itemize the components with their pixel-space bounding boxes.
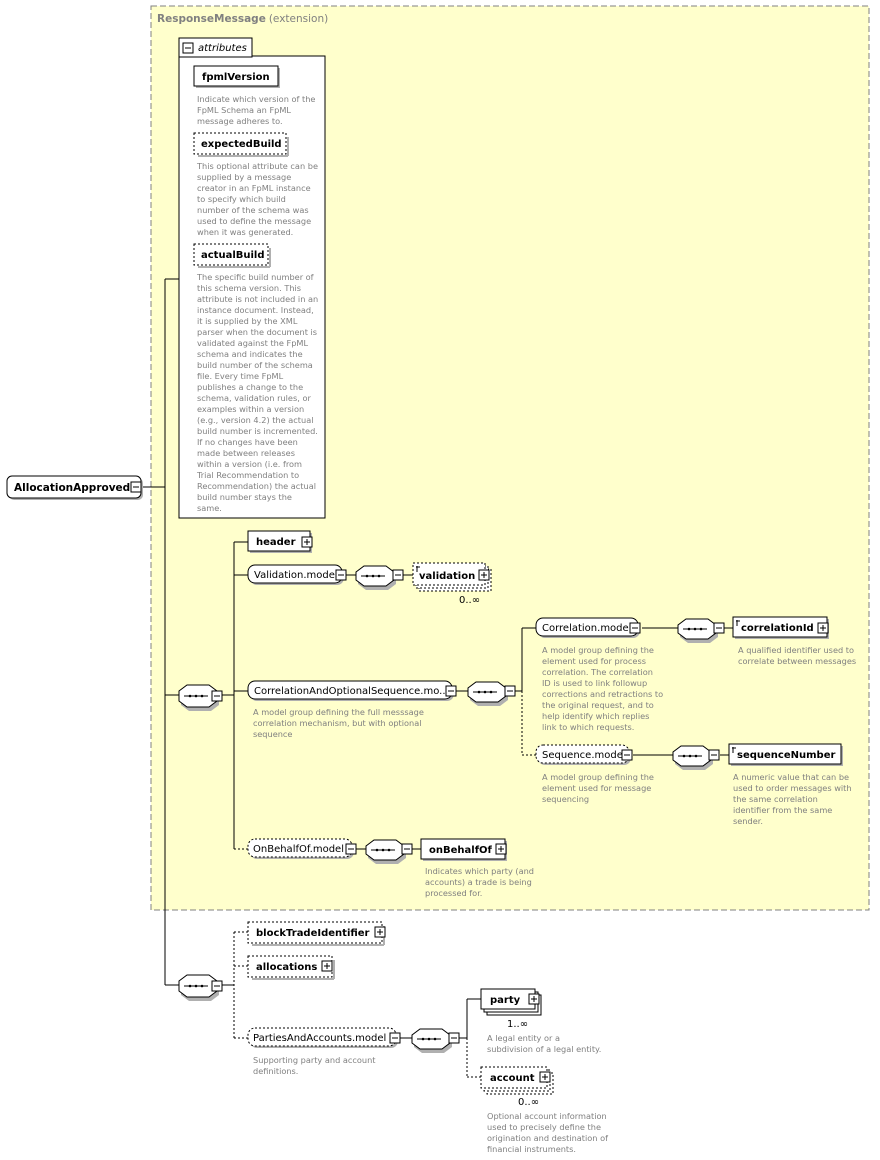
doc-party: A legal entity or a subdivision of a leg… xyxy=(487,1033,601,1054)
attributes-collapse-icon[interactable] xyxy=(182,42,194,54)
group-validation-model[interactable]: Validation.model xyxy=(247,564,347,585)
group-on-behalf-of-model[interactable]: OnBehalfOf.model xyxy=(247,838,357,859)
attribute-label: actualBuild xyxy=(201,250,265,261)
expand-icon[interactable] xyxy=(374,926,386,938)
doc-correlation-model: A model group defining the element used … xyxy=(542,645,666,732)
element-validation[interactable]: validation xyxy=(412,562,492,592)
doc-parties-and-accounts-model: Supporting party and account definitions… xyxy=(253,1055,378,1076)
attributes-title: attributes xyxy=(198,43,247,54)
element-label: header xyxy=(256,537,296,548)
expand-icon[interactable] xyxy=(478,569,490,581)
attribute-doc-expected-build: This optional attribute can be supplied … xyxy=(196,161,321,237)
expand-icon[interactable] xyxy=(528,993,540,1005)
element-label: allocations xyxy=(256,962,317,973)
connector-lines xyxy=(143,278,733,1078)
attribute-doc-fpml-version: Indicate which version of the FpML Schem… xyxy=(197,94,318,126)
sequence-compositor-main[interactable] xyxy=(178,684,223,711)
sequence-compositor-validation[interactable] xyxy=(355,565,404,590)
element-label: party xyxy=(490,995,521,1006)
doc-sequence-number: A numeric value that can be used to orde… xyxy=(733,772,854,826)
group-label: Correlation.model xyxy=(542,623,631,634)
doc-correlation-and-optional-sequence: A model group defining the full messsage… xyxy=(253,707,426,739)
element-label: blockTradeIdentifier xyxy=(256,928,370,939)
cardinality-party: 1..∞ xyxy=(507,1019,528,1030)
extension-subtitle: (extension) xyxy=(269,13,328,25)
element-allocations[interactable]: allocations xyxy=(247,955,335,980)
attribute-label: fpmlVersion xyxy=(202,72,270,83)
expand-icon[interactable] xyxy=(321,960,333,972)
expand-icon[interactable] xyxy=(495,843,507,855)
group-correlation-model[interactable]: Correlation.model xyxy=(535,617,641,638)
doc-on-behalf-of: Indicates which party (and accounts) a t… xyxy=(425,866,537,898)
attribute-expected-build[interactable]: expectedBuild xyxy=(193,132,289,157)
group-label: Validation.model xyxy=(254,570,338,581)
doc-correlation-id: A qualified identifier used to correlate… xyxy=(738,645,857,666)
attribute-label: expectedBuild xyxy=(201,139,282,150)
group-sequence-model[interactable]: Sequence.model xyxy=(535,744,633,765)
doc-account: Optional account information used to pre… xyxy=(487,1111,611,1154)
attributes-panel: attributes fpmlVersion Indicate which ve… xyxy=(178,37,326,519)
expand-icon[interactable] xyxy=(301,536,313,548)
root-element-allocation-approved[interactable]: AllocationApproved xyxy=(6,475,143,500)
doc-sequence-model: A model group defining the element used … xyxy=(542,772,657,804)
sequence-compositor-correlation[interactable] xyxy=(677,618,725,643)
element-party[interactable]: party xyxy=(480,988,542,1016)
collapse-icon[interactable] xyxy=(130,481,142,493)
group-correlation-and-optional-sequence[interactable]: CorrelationAndOptionalSequence.mo... xyxy=(247,680,457,701)
group-label: PartiesAndAccounts.model xyxy=(253,1033,386,1044)
extension-title: ResponseMessage xyxy=(157,13,266,25)
group-label: OnBehalfOf.model xyxy=(253,844,344,855)
cardinality-account: 0..∞ xyxy=(518,1097,539,1108)
element-header[interactable]: header xyxy=(247,530,313,553)
element-label: validation xyxy=(419,571,475,582)
cardinality-validation: 0..∞ xyxy=(459,595,480,606)
group-label: Sequence.model xyxy=(542,750,626,761)
element-label: correlationId xyxy=(741,623,814,634)
sequence-compositor-correlation-optional[interactable] xyxy=(467,681,516,706)
sequence-compositor-parties-accounts[interactable] xyxy=(411,1028,460,1053)
sequence-compositor-on-behalf-of[interactable] xyxy=(365,839,413,864)
element-label: sequenceNumber xyxy=(737,750,835,761)
svg-text:ResponseMessage(extension): ResponseMessage(extension) xyxy=(157,13,328,25)
element-block-trade-identifier[interactable]: blockTradeIdentifier xyxy=(247,921,386,946)
element-correlation-id[interactable]: correlationId xyxy=(732,616,829,639)
root-label: AllocationApproved xyxy=(14,482,130,494)
group-label: CorrelationAndOptionalSequence.mo... xyxy=(254,686,449,697)
group-parties-and-accounts-model[interactable]: PartiesAndAccounts.model xyxy=(247,1027,401,1048)
sequence-compositor-sequence[interactable] xyxy=(672,745,720,770)
attribute-fpml-version[interactable]: fpmlVersion xyxy=(193,65,280,88)
sequence-compositor-secondary[interactable] xyxy=(178,974,223,1001)
element-label: account xyxy=(490,1073,535,1084)
attribute-actual-build[interactable]: actualBuild xyxy=(193,243,271,268)
element-sequence-number[interactable]: sequenceNumber xyxy=(728,743,843,766)
attribute-doc-actual-build: The specific build number of this schema… xyxy=(196,272,321,513)
expand-icon[interactable] xyxy=(817,622,829,634)
element-account[interactable]: account xyxy=(480,1066,554,1095)
expand-icon[interactable] xyxy=(539,1071,551,1083)
element-on-behalf-of[interactable]: onBehalfOf xyxy=(420,838,507,861)
element-label: onBehalfOf xyxy=(429,845,493,856)
